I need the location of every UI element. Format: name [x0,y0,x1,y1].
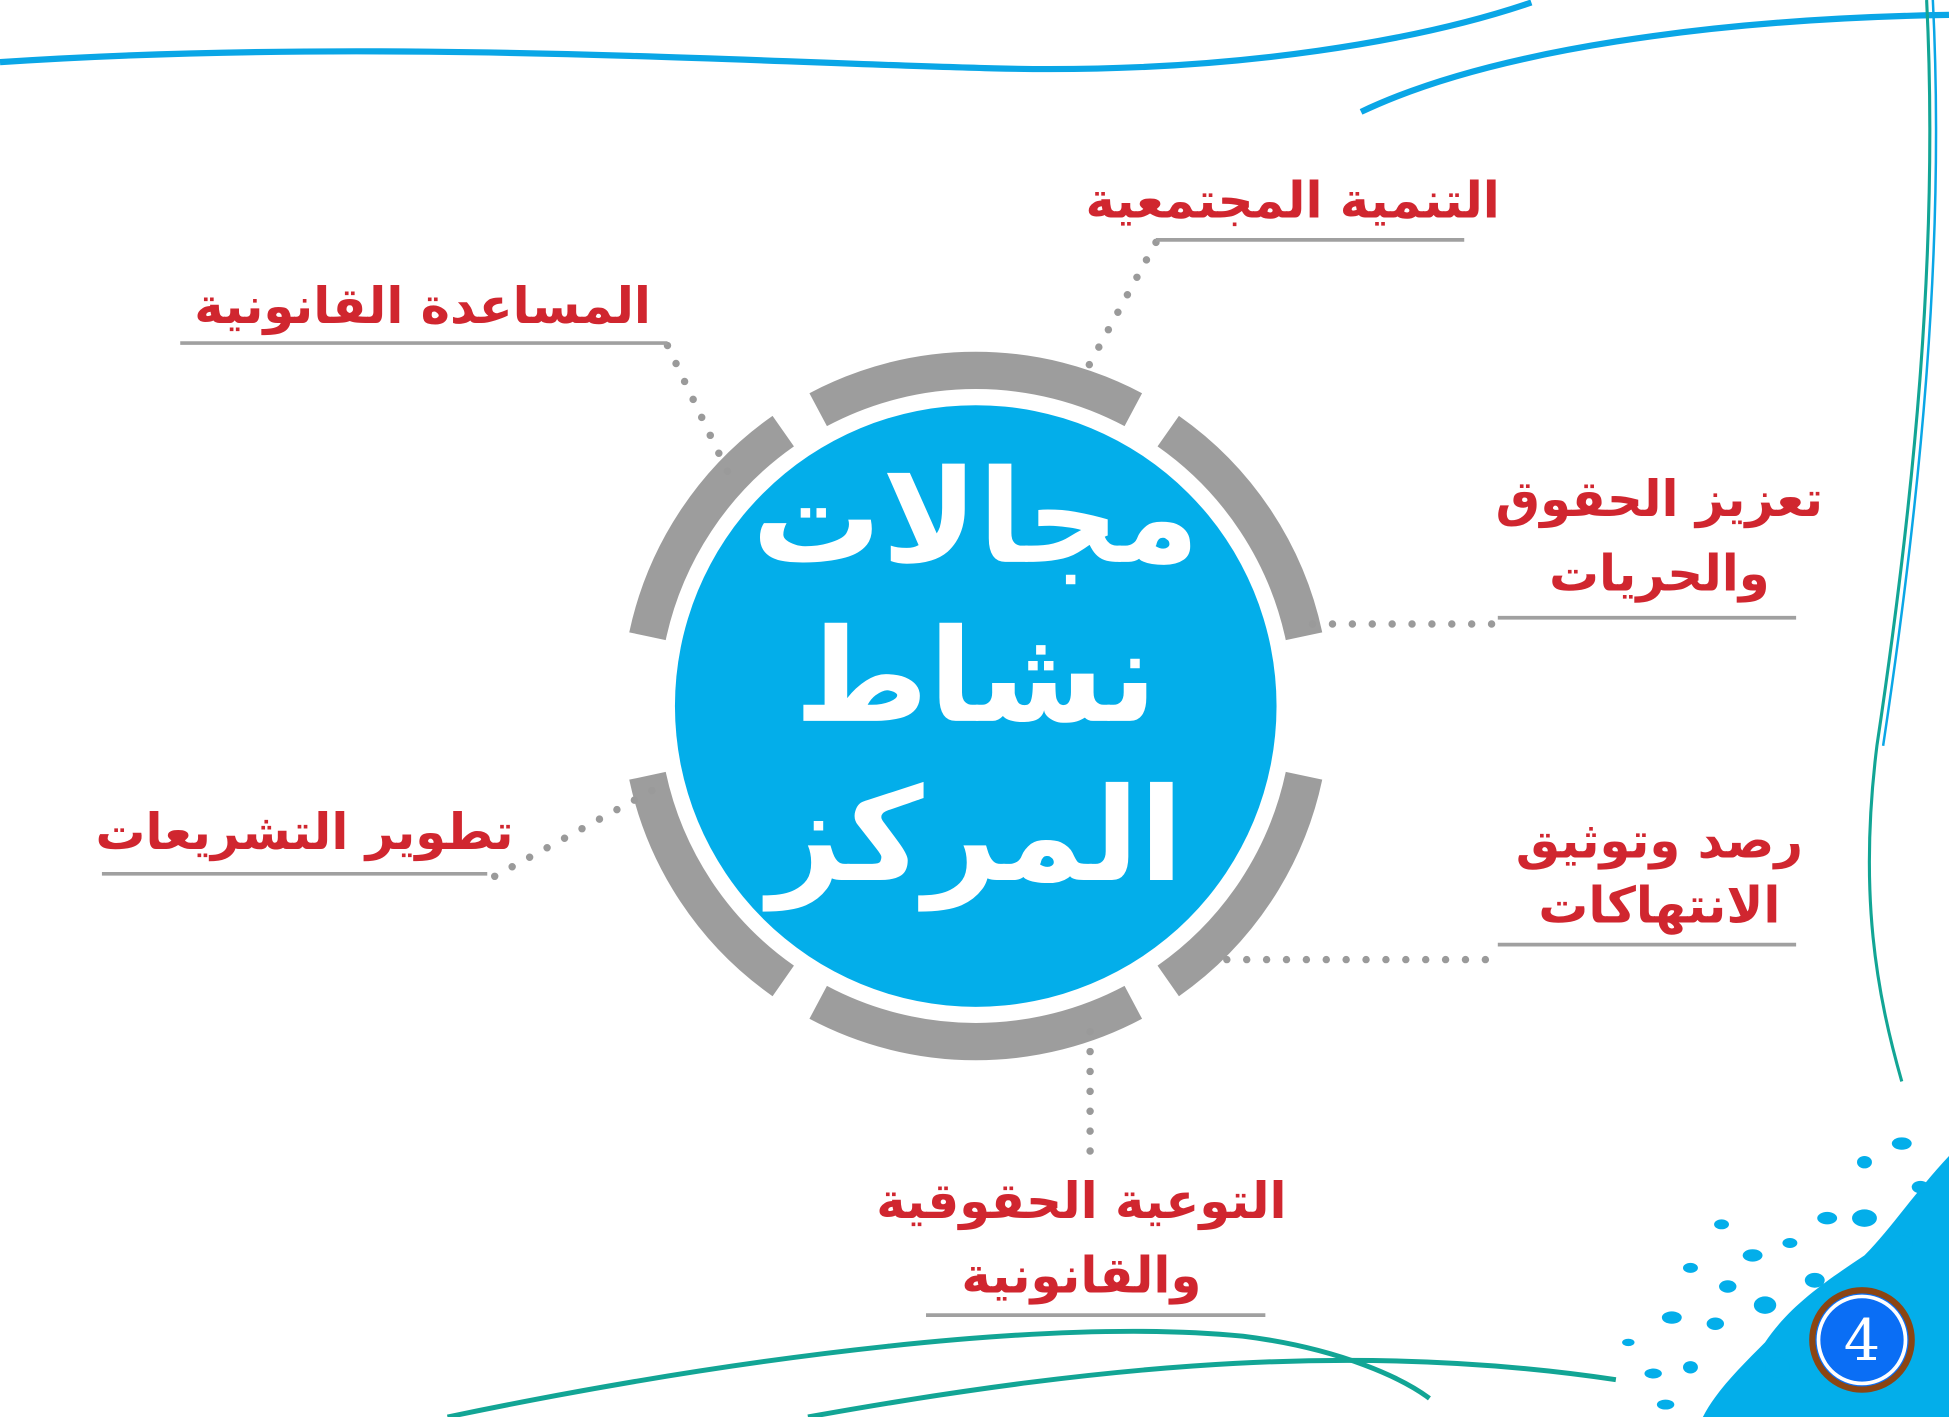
center-title-line1: مجالات [752,443,1200,593]
ring-segment [809,351,1143,427]
area-community-development: التنمية المجتمعية [1086,172,1500,242]
area-awareness: التوعية الحقوقية والقانونية [876,1172,1287,1317]
area-legal-aid: المساعدة القانونية [180,277,668,345]
area-label-line1: تعزيز الحقوق [1496,470,1823,529]
center-title-line3: المركز [762,761,1184,912]
connectors [490,238,1496,1173]
ring-segment [1157,415,1323,641]
area-label-line1: رصد وتوثيق [1516,812,1803,871]
page-number-badge: 4 [1809,1287,1915,1393]
area-label: المساعدة القانونية [194,277,651,336]
area-rights-freedoms: تعزيز الحقوق والحريات [1496,470,1823,620]
page-number: 4 [1844,1308,1880,1374]
ring-segment [1157,771,1323,997]
area-label: التنمية المجتمعية [1086,172,1500,230]
center-title-line2: نشاط [794,602,1157,752]
ring-segment [629,415,795,641]
area-monitoring-violations: رصد وتوثيق الانتهاكات [1497,812,1803,947]
center-circle [674,405,1277,1007]
area-label: تطوير التشريعات [96,803,514,862]
ring-segment [629,771,795,997]
area-label-line2: والحريات [1549,544,1770,603]
area-label-line1: التوعية الحقوقية [876,1172,1286,1231]
ring-segments [629,351,1323,1061]
area-label-line2: والقانونية [961,1247,1201,1306]
area-legislation-development: تطوير التشريعات [96,803,514,876]
ring-segment [809,985,1143,1061]
area-label-line2: الانتهاكات [1538,876,1780,935]
